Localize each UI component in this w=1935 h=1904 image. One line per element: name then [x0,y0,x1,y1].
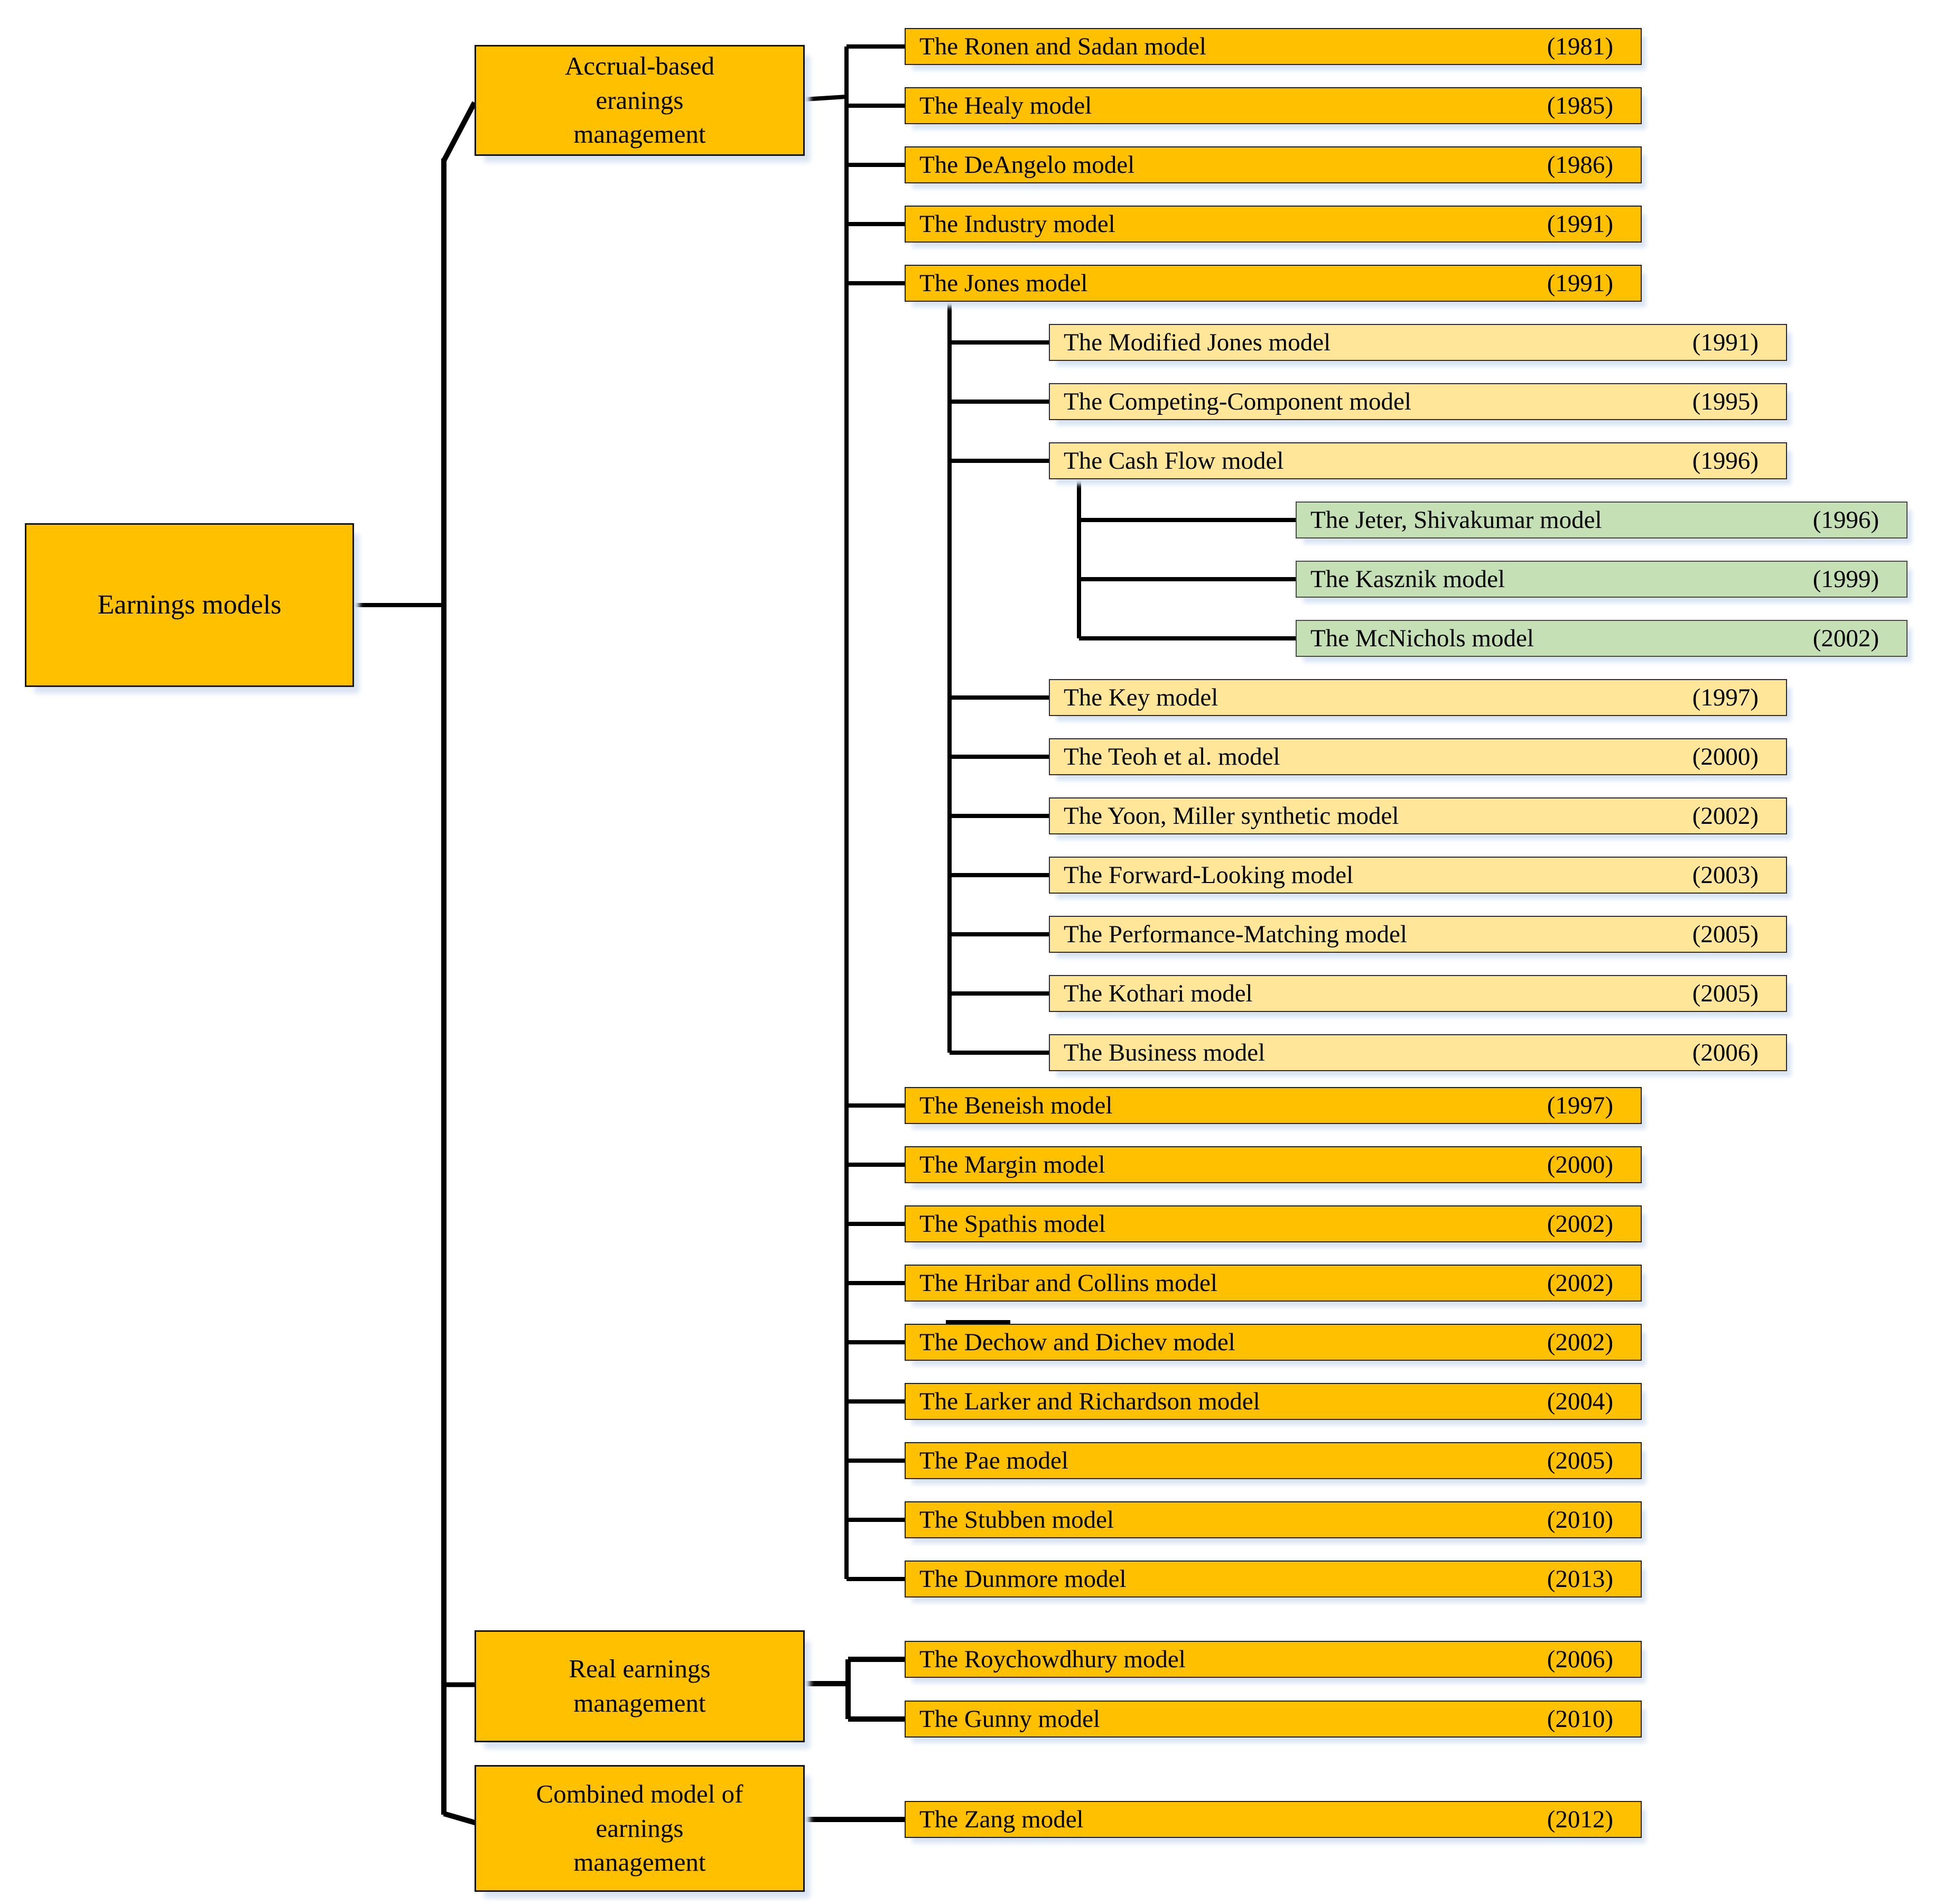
model-label: The Modified Jones model [1064,329,1331,356]
model-year: (2010) [1547,1506,1613,1534]
model-year: (1996) [1692,447,1759,475]
model-bar-teoh: The Teoh et al. model (2000) [1049,738,1787,775]
model-bar-margin: The Margin model (2000) [905,1146,1642,1183]
model-year: (2002) [1692,802,1759,830]
model-bar-cash-flow: The Cash Flow model (1996) [1049,442,1787,479]
model-label: The Dechow and Dichev model [919,1329,1235,1356]
model-label: The Stubben model [919,1506,1114,1534]
model-year: (1991) [1547,270,1613,297]
model-label: The DeAngelo model [919,151,1135,179]
model-year: (2003) [1692,861,1759,889]
model-bar-yoon-miller: The Yoon, Miller synthetic model (2002) [1049,797,1787,834]
model-year: (1991) [1692,329,1759,356]
model-label: The Jones model [919,270,1088,297]
model-bar-beneish: The Beneish model (1997) [905,1087,1642,1124]
model-bar-industry: The Industry model (1991) [905,206,1642,243]
model-year: (1995) [1692,388,1759,415]
model-year: (2002) [1547,1329,1613,1356]
node-earnings-models: Earnings models [25,523,354,687]
connector-line [443,1811,478,1826]
model-year: (2012) [1547,1806,1613,1833]
model-year: (1997) [1692,684,1759,711]
model-label: The Key model [1064,684,1218,711]
model-bar-hribar-collins: The Hribar and Collins model (2002) [905,1265,1642,1302]
node-real-earnings-management: Real earnings management [475,1630,805,1742]
model-bar-gunny: The Gunny model (2010) [905,1701,1642,1738]
model-bar-performance-matching: The Performance-Matching model (2005) [1049,916,1787,953]
model-label: The Larker and Richardson model [919,1388,1260,1415]
model-bar-kothari: The Kothari model (2005) [1049,975,1787,1012]
model-bar-pae: The Pae model (2005) [905,1442,1642,1479]
model-year: (1985) [1547,92,1613,119]
model-label: The Healy model [919,92,1092,119]
model-bar-larker-richardson: The Larker and Richardson model (2004) [905,1383,1642,1420]
model-year: (1997) [1547,1092,1613,1119]
model-label: The Pae model [919,1447,1068,1474]
model-year: (2002) [1812,625,1879,652]
model-year: (1999) [1812,565,1879,593]
model-label: The Jeter, Shivakumar model [1310,506,1602,534]
model-label: The Spathis model [919,1210,1106,1238]
model-label: The Dunmore model [919,1565,1127,1593]
model-year: (2013) [1547,1565,1613,1593]
model-bar-kasznik: The Kasznik model (1999) [1296,561,1908,598]
model-label: The Teoh et al. model [1064,743,1280,770]
model-bar-dunmore: The Dunmore model (2013) [905,1561,1642,1597]
model-year: (1996) [1812,506,1879,534]
model-bar-competing-component: The Competing-Component model (1995) [1049,383,1787,420]
model-bar-forward-looking: The Forward-Looking model (2003) [1049,857,1787,894]
model-label: The Margin model [919,1151,1105,1178]
model-year: (2002) [1547,1210,1613,1238]
model-label: The Performance-Matching model [1064,921,1407,948]
model-label: The Kothari model [1064,980,1253,1007]
model-bar-modified-jones: The Modified Jones model (1991) [1049,324,1787,361]
model-year: (2005) [1547,1447,1613,1474]
model-label: The Ronen and Sadan model [919,33,1206,60]
model-label: The Yoon, Miller synthetic model [1064,802,1399,830]
model-bar-roychowdhury: The Roychowdhury model (2006) [905,1641,1642,1678]
model-bar-healy: The Healy model (1985) [905,87,1642,124]
model-bar-business: The Business model (2006) [1049,1034,1787,1071]
connector-line [441,101,477,162]
model-label: The Kasznik model [1310,565,1505,593]
model-year: (2004) [1547,1388,1613,1415]
model-bar-ronen: The Ronen and Sadan model (1981) [905,28,1642,65]
model-label: The McNichols model [1310,625,1534,652]
model-bar-jones: The Jones model (1991) [905,265,1642,302]
model-bar-spathis: The Spathis model (2002) [905,1205,1642,1242]
model-bar-mcnichols: The McNichols model (2002) [1296,620,1908,657]
model-year: (2010) [1547,1705,1613,1733]
model-year: (2000) [1547,1151,1613,1178]
model-year: (2006) [1692,1039,1759,1066]
model-label: The Forward-Looking model [1064,861,1354,889]
model-label: The Competing-Component model [1064,388,1411,415]
model-year: (1981) [1547,33,1613,60]
model-label: The Industry model [919,210,1115,238]
model-year: (2005) [1692,980,1759,1007]
model-year: (1986) [1547,151,1613,179]
model-label: The Zang model [919,1806,1084,1833]
model-year: (1991) [1547,210,1613,238]
node-combined-model: Combined model of earnings management [475,1765,805,1892]
model-bar-dechow-dichev: The Dechow and Dichev model (2002) [905,1324,1642,1361]
connector-line [804,95,847,101]
model-bar-stubben: The Stubben model (2010) [905,1501,1642,1538]
model-year: (2000) [1692,743,1759,770]
model-year: (2002) [1547,1269,1613,1297]
model-label: The Gunny model [919,1705,1100,1733]
model-year: (2005) [1692,921,1759,948]
model-bar-deangelo: The DeAngelo model (1986) [905,146,1642,183]
model-label: The Beneish model [919,1092,1113,1119]
node-accrual-based-earnings-management: Accrual-based eranings management [475,45,805,156]
model-label: The Hribar and Collins model [919,1269,1217,1297]
model-bar-jeter-shivakumar: The Jeter, Shivakumar model (1996) [1296,501,1908,538]
model-bar-key: The Key model (1997) [1049,679,1787,716]
model-bar-zang: The Zang model (2012) [905,1801,1642,1838]
model-label: The Business model [1064,1039,1266,1066]
model-year: (2006) [1547,1646,1613,1673]
model-label: The Roychowdhury model [919,1646,1186,1673]
model-label: The Cash Flow model [1064,447,1284,475]
